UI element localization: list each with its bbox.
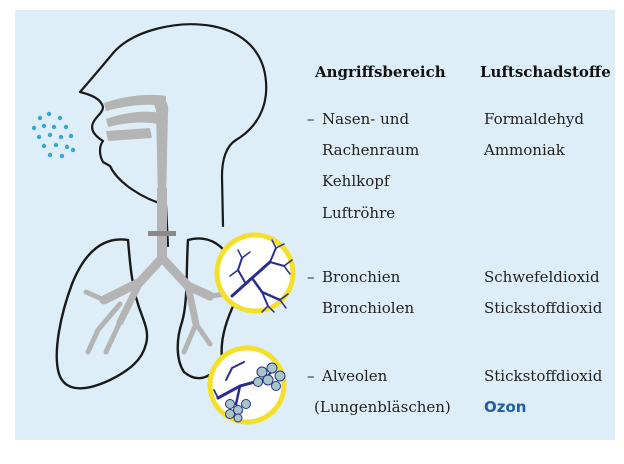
pollutant-schwefeldioxid: Schwefeldioxid [484,268,600,286]
header-area: Angriffsbereich [315,63,446,81]
group-3-dash: – [307,367,315,385]
magnifier-alveoli [210,348,285,422]
bronchial-tree [86,258,226,352]
pollutant-formaldehyd: Formaldehyd [484,110,584,128]
breath-droplets [32,112,75,158]
area-bronchien: Bronchien [322,268,400,286]
pollutant-ammoniak: Ammoniak [484,141,565,159]
area-luftroehre: Luftröhre [322,204,395,222]
group-1-dash: – [307,110,315,128]
pollutant-stickstoffdioxid-1: Stickstoffdioxid [484,299,602,317]
area-bronchiolen: Bronchiolen [322,299,414,317]
trachea [148,188,176,258]
magnifier-bronchioles [217,235,293,312]
upper-airway [104,95,168,200]
area-kehlkopf: Kehlkopf [322,172,389,190]
pollutant-stickstoffdioxid-2: Stickstoffdioxid [484,367,602,385]
group-2-dash: – [307,268,315,286]
area-alveolen: Alveolen [322,367,387,385]
header-pollutants: Luftschadstoffe [480,63,611,81]
area-nasen-und: Nasen- und [322,110,409,128]
pollutant-ozon: Ozon [484,398,526,416]
left-lung [57,239,147,388]
area-lungenblaeschen: (Lungenbläschen) [314,398,451,416]
area-rachenraum: Rachenraum [322,141,419,159]
